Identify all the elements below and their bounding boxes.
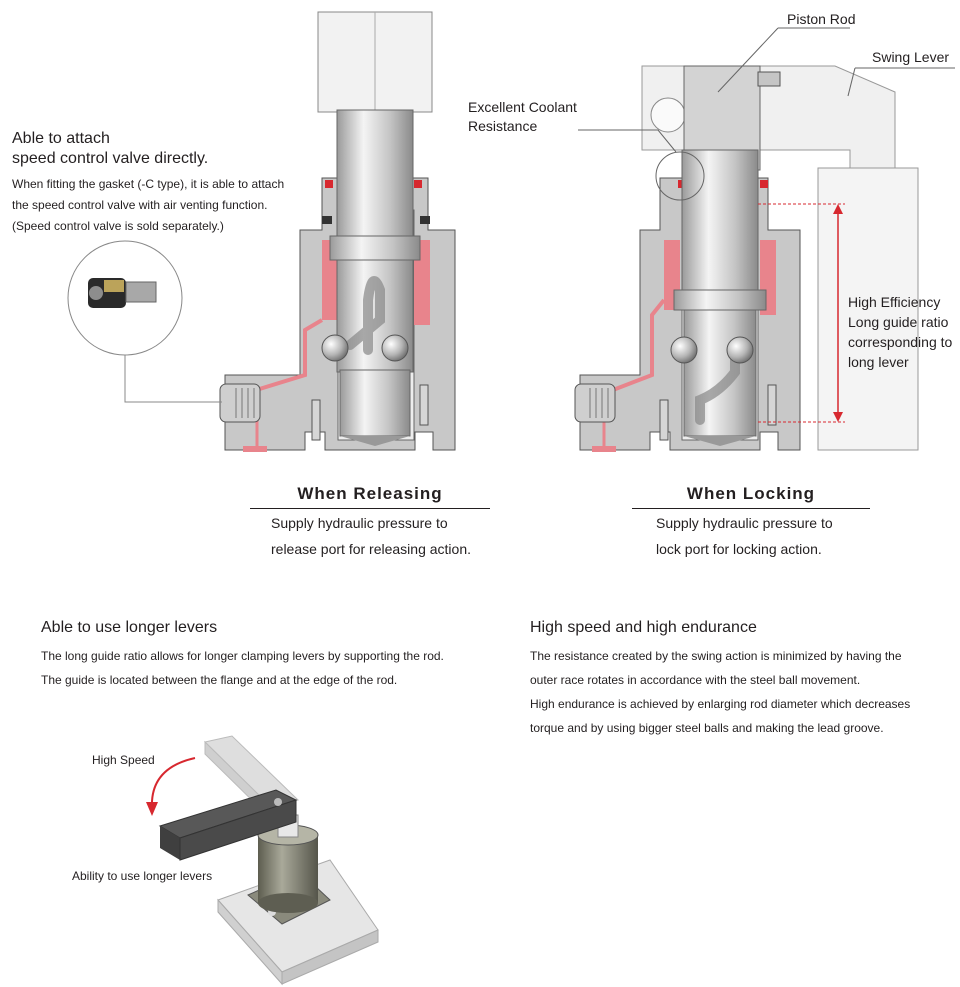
releasing-line1: Supply hydraulic pressure to xyxy=(271,515,448,531)
releasing-clamp-section xyxy=(219,11,456,452)
longer-lever-label: Ability to use longer levers xyxy=(72,869,213,883)
locking-line1: Supply hydraulic pressure to xyxy=(656,515,833,531)
guide-label-line1: High Efficiency xyxy=(848,294,941,310)
longer-lever-illustration xyxy=(146,735,379,986)
piston-rod-label: Piston Rod xyxy=(787,11,856,27)
high-speed-line4: torque and by using bigger steel balls a… xyxy=(530,721,884,735)
releasing-rule xyxy=(250,508,490,509)
high-speed-line1: The resistance created by the swing acti… xyxy=(530,649,902,663)
coolant-label-line1: Excellent Coolant xyxy=(468,99,577,115)
valve-desc-line3: (Speed control valve is sold separately.… xyxy=(12,219,224,233)
speed-control-valve-callout xyxy=(67,240,222,403)
longer-levers-title: Able to use longer levers xyxy=(41,619,218,636)
valve-title-line1: Able to attach xyxy=(12,130,110,147)
coolant-label-line2: Resistance xyxy=(468,118,538,134)
swing-lever-label: Swing Lever xyxy=(872,49,950,65)
guide-label-line4: long lever xyxy=(848,354,909,370)
locking-heading: When Locking xyxy=(686,484,816,503)
releasing-line2: release port for releasing action. xyxy=(271,541,471,557)
high-speed-line3: High endurance is achieved by enlarging … xyxy=(530,697,911,711)
locking-rule xyxy=(632,508,870,509)
high-speed-line2: outer race rotates in accordance with th… xyxy=(530,673,861,687)
guide-label-line3: corresponding to xyxy=(848,334,953,350)
locking-clamp-section xyxy=(574,27,955,452)
valve-desc-line2: the speed control valve with air venting… xyxy=(12,198,268,212)
locking-line2: lock port for locking action. xyxy=(656,541,822,557)
high-speed-label: High Speed xyxy=(92,753,155,767)
valve-desc-line1: When fitting the gasket (-C type), it is… xyxy=(12,177,285,191)
releasing-heading: When Releasing xyxy=(297,484,443,503)
longer-levers-line1: The long guide ratio allows for longer c… xyxy=(41,649,444,663)
guide-label-line2: Long guide ratio xyxy=(848,314,949,330)
valve-title-line2: speed control valve directly. xyxy=(12,150,209,167)
high-speed-title: High speed and high endurance xyxy=(530,619,757,636)
longer-levers-line2: The guide is located between the flange … xyxy=(41,673,398,687)
